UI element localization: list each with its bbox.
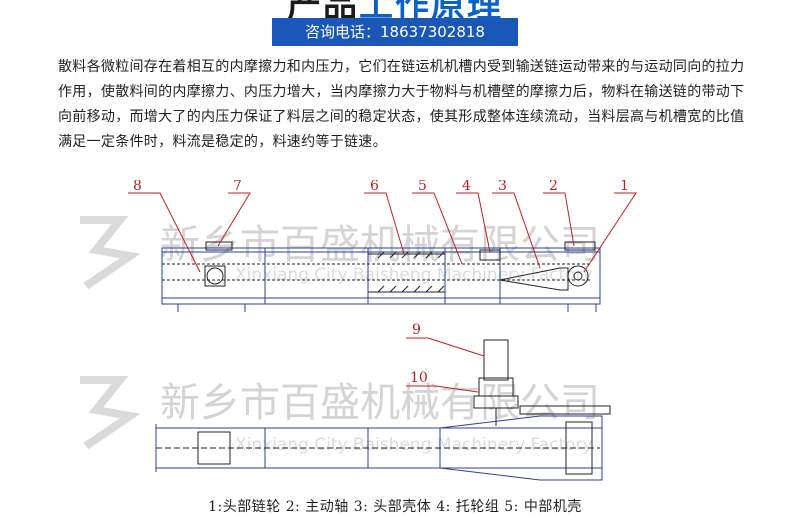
- top-view: [155, 339, 611, 481]
- tail-sprocket: [206, 267, 224, 285]
- head-sprocket: [567, 265, 589, 287]
- callout-10: 10: [410, 370, 428, 386]
- motor: [483, 339, 509, 381]
- watermark-cn-bottom: 新乡市百盛机械有限公司: [160, 380, 600, 426]
- watermark-cn-top: 新乡市百盛机械有限公司: [160, 222, 600, 268]
- side-view: [161, 241, 601, 312]
- callout-8: 8: [133, 180, 142, 194]
- conveyor-drawing: 新乡市百盛机械有限公司 Xinxiang City Baisheng Machi…: [80, 180, 637, 481]
- callout-1: 1: [620, 180, 629, 194]
- callout-5: 5: [418, 180, 427, 194]
- callout-2: 2: [549, 180, 558, 194]
- callouts-bottom: 9 10: [406, 322, 485, 393]
- callouts-top: 8 7 6 5 4 3 2 1: [128, 180, 637, 273]
- callout-9: 9: [412, 322, 421, 338]
- description-paragraph: 散料各微粒间存在着相互的内摩擦力和内压力，它们在链运机机槽内受到输送链运动带来的…: [58, 59, 745, 150]
- callout-7: 7: [233, 180, 242, 194]
- callout-3: 3: [498, 180, 507, 194]
- watermark-en-bottom: Xinxiang City Baisheng Machinery Factory: [235, 435, 593, 455]
- watermark-bottom: 新乡市百盛机械有限公司 Xinxiang City Baisheng Machi…: [80, 376, 600, 455]
- phone-banner: 咨询电话：18637302818: [272, 18, 518, 46]
- conveyor-body-side: [161, 247, 601, 305]
- parts-legend: 1:头部链轮 2: 主动轴 3: 头部壳体 4: 托轮组 5: 中部机壳: [208, 499, 582, 515]
- callout-4: 4: [462, 180, 471, 194]
- watermark-logo-2: [80, 376, 141, 450]
- watermark-en-top: Xinxiang City Baisheng Machinery Factory: [235, 265, 593, 285]
- watermark-logo: [80, 216, 141, 290]
- callout-6: 6: [370, 180, 379, 194]
